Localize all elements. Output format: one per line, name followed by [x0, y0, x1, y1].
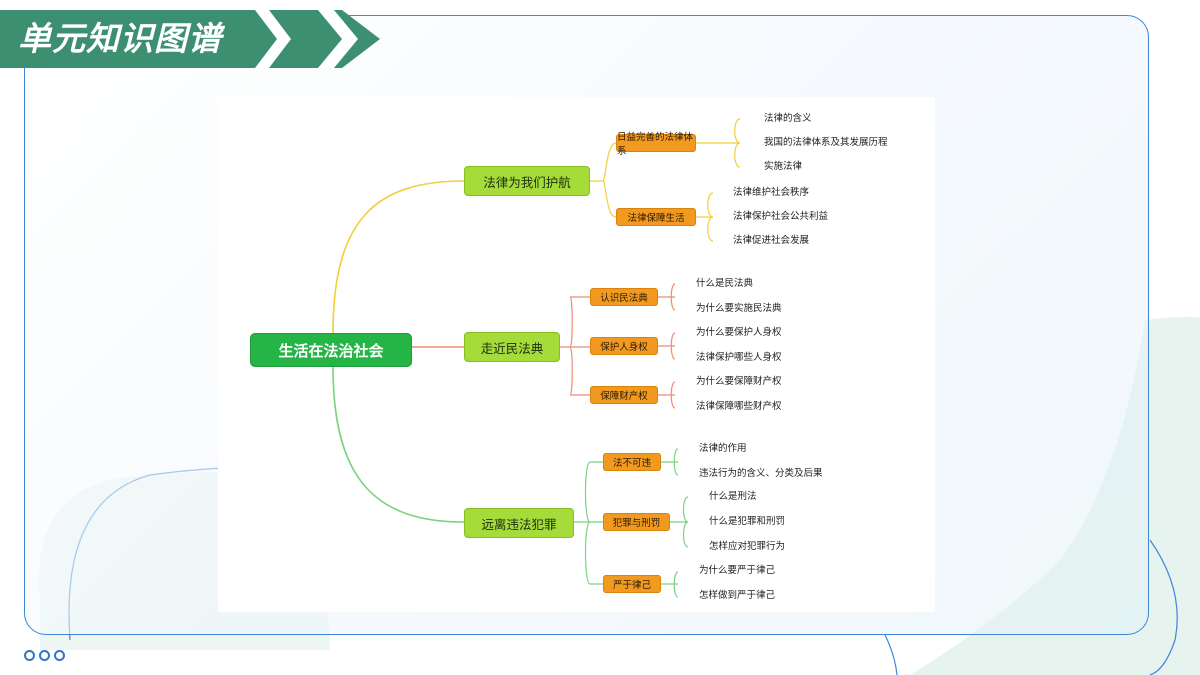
sub-know-civil-code: 认识民法典	[590, 288, 658, 306]
sub-property-rights: 保障财产权	[590, 386, 658, 404]
title-banner	[0, 10, 380, 68]
mind-map-connectors	[332, 118, 741, 598]
chevron-right-icon	[255, 10, 291, 68]
sub-personal-rights: 保护人身权	[590, 337, 658, 355]
footer-dots	[24, 650, 65, 661]
leaf: 我国的法律体系及其发展历程	[764, 137, 888, 148]
leaf: 法律的含义	[764, 113, 812, 124]
leaf: 怎样应对犯罪行为	[709, 541, 786, 552]
leaf: 为什么要保障财产权	[696, 376, 782, 387]
sub-legal-system: 日益完善的法律体系	[616, 132, 696, 157]
leaf: 法律维护社会秩序	[733, 187, 810, 198]
branch-civil-code: 走近民法典	[464, 332, 560, 362]
sub-law-protects-life: 法律保障生活	[616, 208, 696, 226]
leaf: 为什么要严于律己	[699, 565, 776, 576]
leaf: 法律保护哪些人身权	[696, 352, 782, 363]
dot-icon	[54, 650, 65, 661]
sub-crime-and-punishment: 犯罪与刑罚	[603, 513, 670, 531]
mind-map: 生活在法治社会 法律为我们护航 走近民法典 远离违法犯罪 日益完善的法律体系 法…	[218, 97, 935, 612]
branch-avoid-crime: 远离违法犯罪	[464, 508, 574, 538]
mind-map-root: 生活在法治社会	[250, 333, 412, 367]
leaf: 法律促进社会发展	[733, 235, 810, 246]
chevron-right-icon	[318, 10, 358, 68]
sub-self-discipline: 严于律己	[603, 575, 661, 593]
leaf: 违法行为的含义、分类及后果	[699, 468, 823, 479]
leaf: 为什么要实施民法典	[696, 303, 782, 314]
page-title: 单元知识图谱	[18, 19, 222, 58]
leaf: 法律保护社会公共利益	[733, 211, 829, 222]
leaf: 实施法律	[764, 161, 803, 172]
leaf: 怎样做到严于律己	[699, 590, 776, 601]
sub-law-inviolable: 法不可违	[603, 453, 661, 471]
branch-law-protects-us: 法律为我们护航	[464, 166, 590, 196]
dot-icon	[39, 650, 50, 661]
leaf: 法律保障哪些财产权	[696, 401, 782, 412]
leaf: 什么是犯罪和刑罚	[709, 516, 786, 527]
leaf: 什么是民法典	[696, 278, 754, 289]
leaf: 法律的作用	[699, 443, 747, 454]
dot-icon	[24, 650, 35, 661]
leaf: 为什么要保护人身权	[696, 327, 782, 338]
leaf: 什么是刑法	[709, 491, 757, 502]
